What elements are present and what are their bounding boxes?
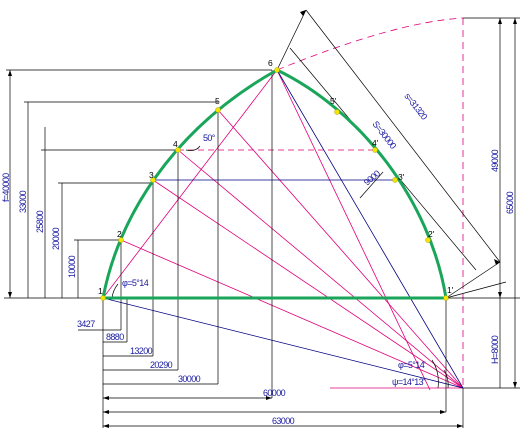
point-label-1r: 1' [447,285,454,295]
point-label-1: 1 [98,286,103,296]
ray-6 [276,69,431,391]
dim-65000: 65000 [505,191,515,214]
arc-upper-dashed [276,17,464,71]
ray-5 [217,109,464,389]
point-label-2: 2 [117,229,122,239]
ray-3 [152,179,464,389]
ray-4 [177,149,464,389]
ray-6-center [276,69,464,389]
arch-points [100,67,449,301]
angle-phi-left: φ=5°14 [122,278,149,288]
point-label-3r: 3' [398,172,405,182]
point-label-5r: 5' [330,96,337,106]
navy-lines [102,69,464,389]
dim-8880: 8880 [106,332,124,342]
dim-f-40000: f=40000 [1,173,11,202]
dim-49000: 49000 [490,149,500,172]
chord-1-6 [102,69,278,299]
dim-60000: 60000 [263,388,286,398]
dim-33000: 33000 [18,190,28,213]
arrowheads [8,10,517,428]
dim-30000: 30000 [178,374,201,384]
dim-63000: 63000 [272,416,295,426]
angle-50: 50° [203,133,216,143]
point-label-3: 3 [149,170,154,180]
dim-13200: 13200 [130,346,153,356]
dimension-lines [4,9,520,428]
point-label-4r: 4' [372,138,379,148]
dim-3427: 3427 [77,319,95,329]
point-label-6: 6 [268,58,273,68]
dim-s-31320: s=31320 [402,91,429,122]
point-label-4: 4 [173,139,178,149]
point-label-2r: 2' [428,229,435,239]
point-label-5: 5 [215,96,220,106]
angle-psi-center: ψ=14°13' [392,377,425,387]
ray-1-center [102,297,464,389]
dim-20290: 20290 [150,360,173,370]
dim-20000: 20000 [51,227,61,250]
dim-H-8000: H=8000 [490,335,500,364]
dim-25800: 25800 [35,210,45,233]
angle-phi-center: φ=5°14' [398,360,426,370]
arch-curve [101,68,448,299]
dim-10000: 10000 [67,255,77,278]
